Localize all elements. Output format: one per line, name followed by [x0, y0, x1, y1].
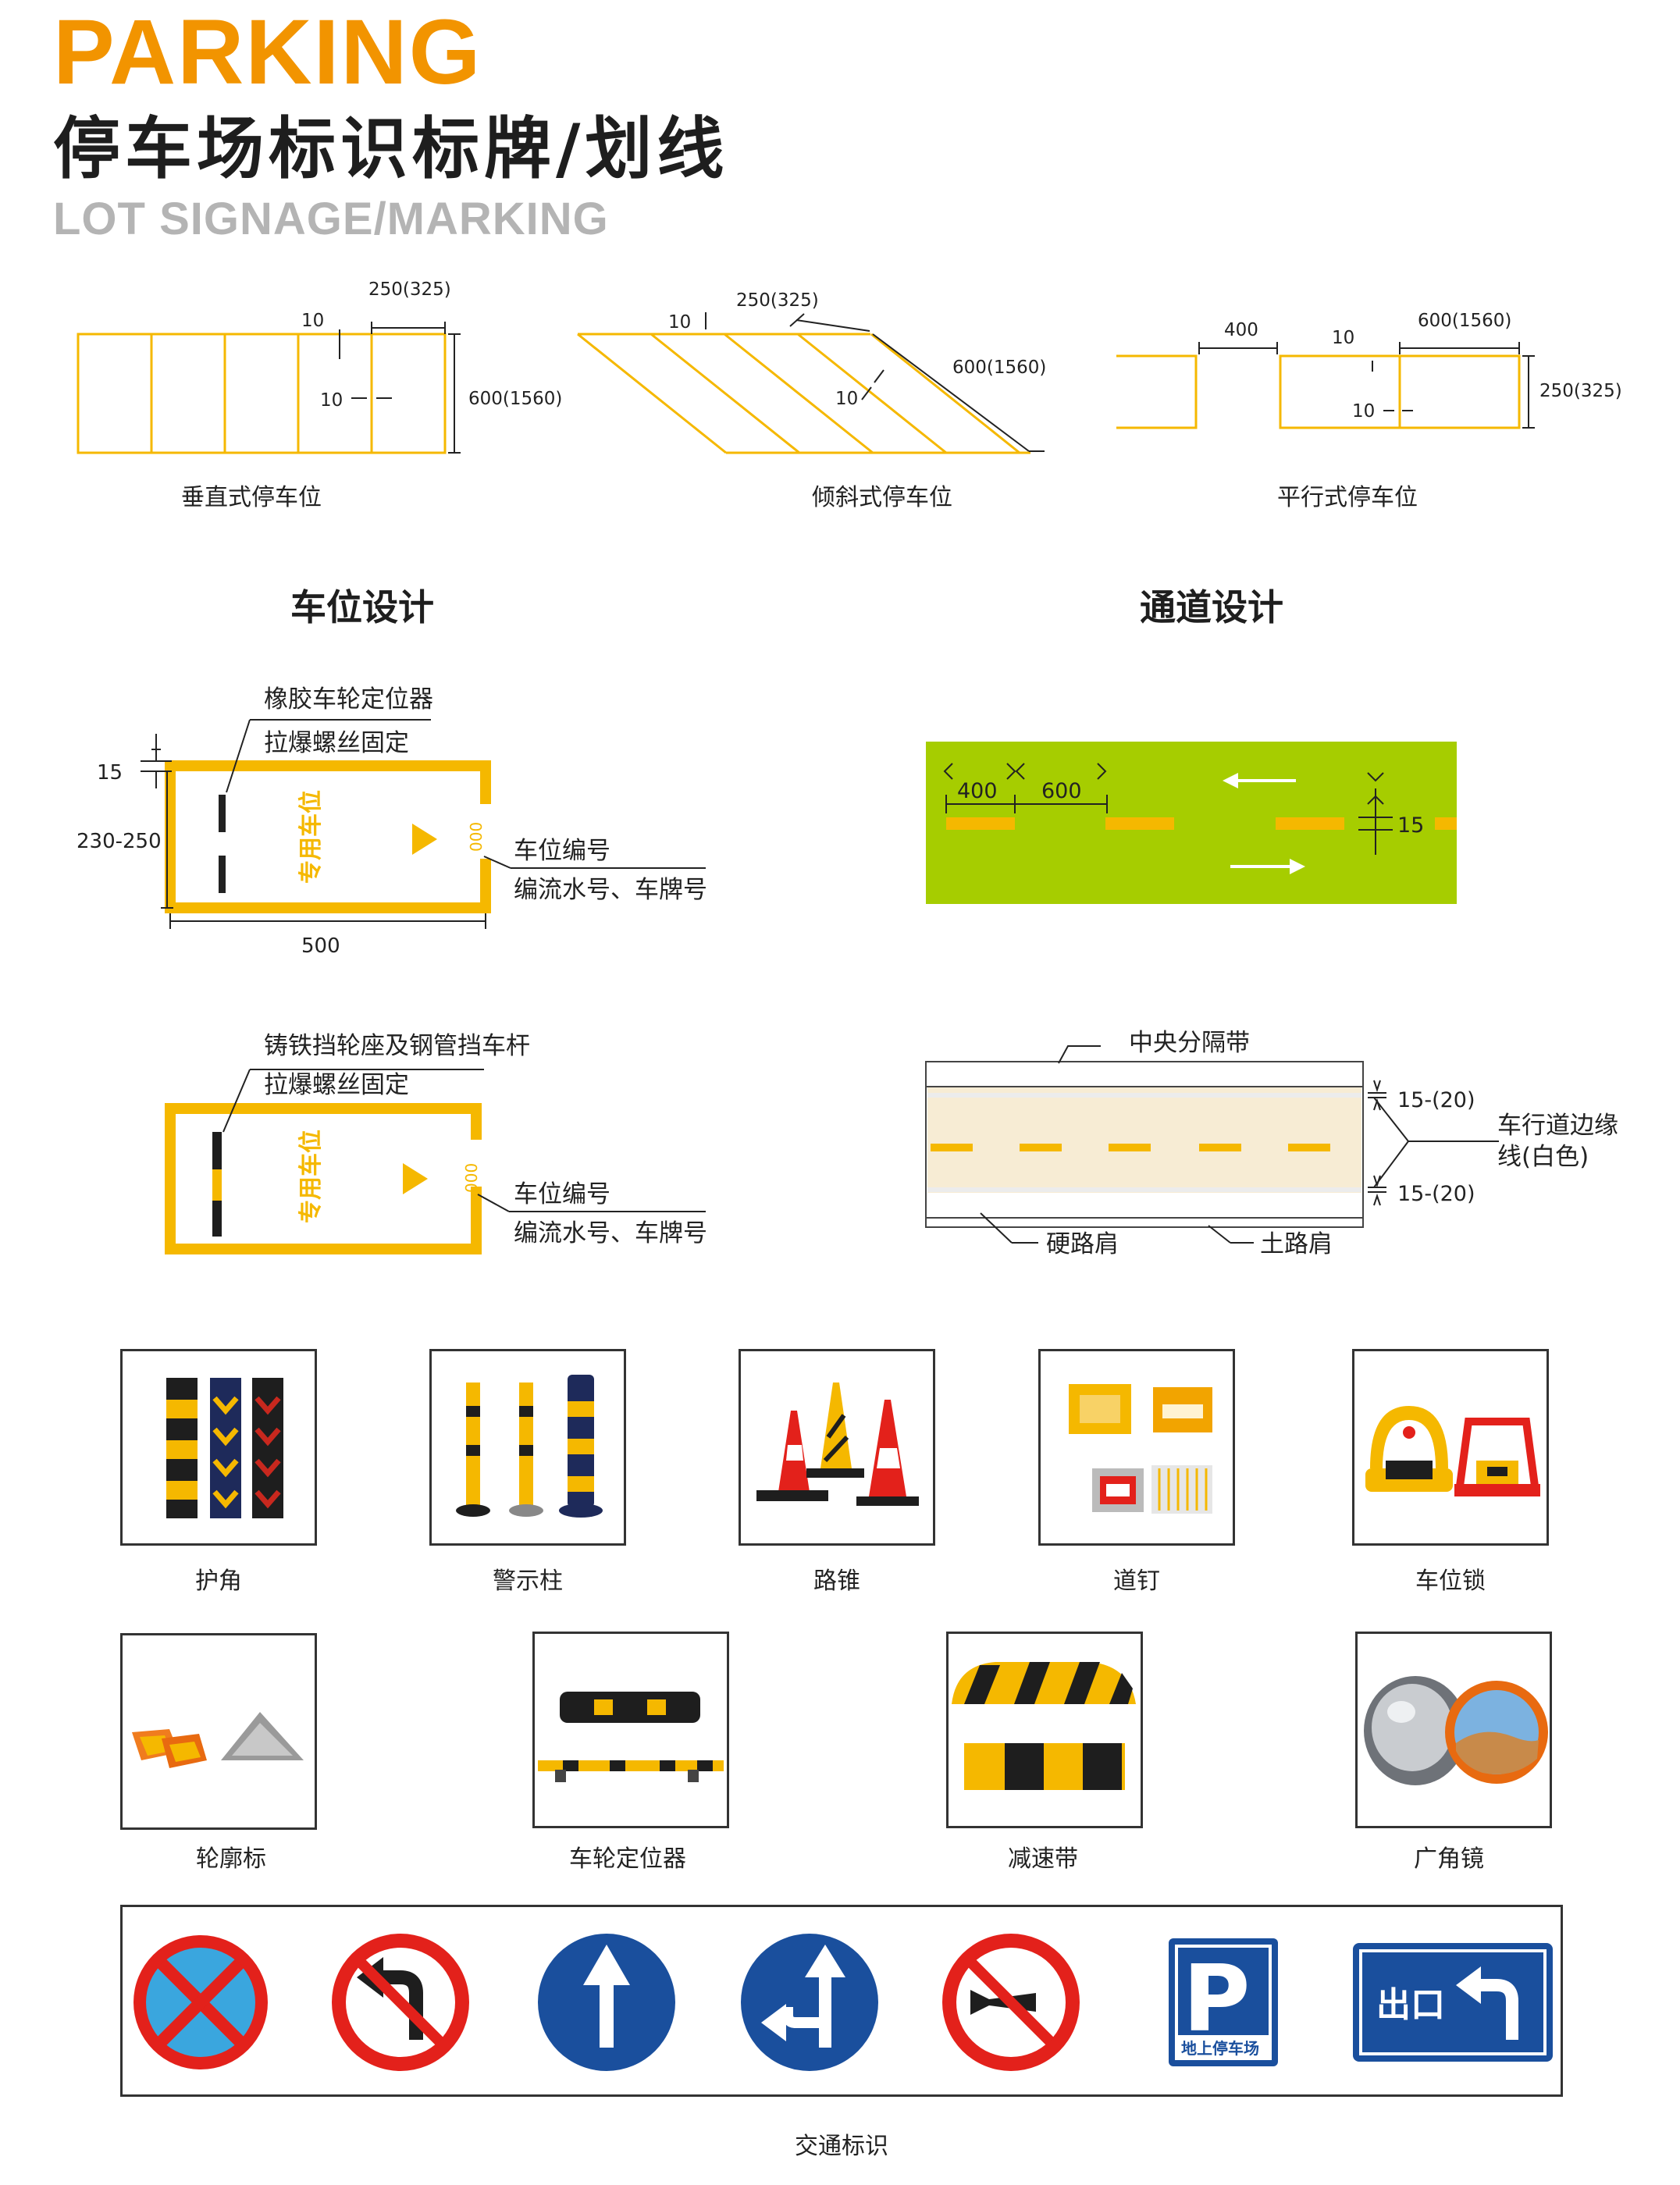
- parking-sign-text: 地上停车场: [1181, 2039, 1259, 2058]
- dim-v-gap: 10: [320, 390, 343, 411]
- label-rubber-stopper: 橡胶车轮定位器: [264, 685, 433, 714]
- product-speed-bump: [946, 1632, 1143, 1828]
- dim-p-len: 600(1560): [1418, 311, 1511, 331]
- label-median: 中央分隔带: [1129, 1029, 1250, 1057]
- dim-a-top: 250(325): [736, 290, 819, 311]
- traffic-signs-panel: P 地上停车场 出口: [120, 1905, 1563, 2097]
- label-stall-number-detail-2: 编流水号、车牌号: [514, 1219, 707, 1247]
- title-en: PARKING: [53, 1, 482, 104]
- caption-parallel-stall: 平行式停车位: [1277, 484, 1418, 511]
- dim-p-line: 10: [1332, 328, 1354, 348]
- exit-sign-text: 出口: [1376, 1985, 1445, 2025]
- product-parking-lock: [1352, 1349, 1549, 1546]
- caption-corner-guard: 护角: [195, 1568, 242, 1595]
- speed-bump-image: [952, 1662, 1136, 1790]
- dim-v-top: 250(325): [368, 279, 451, 300]
- dim-line-15: 15: [97, 761, 123, 785]
- heading-lane-design: 通道设计: [1140, 586, 1283, 628]
- convex-mirror-image: [1364, 1676, 1548, 1785]
- label-edge-line-white: 线(白色): [1497, 1143, 1589, 1171]
- corner-guard-image: [166, 1378, 283, 1518]
- caption-delineator: 轮廓标: [196, 1845, 266, 1873]
- stall-design-2: 专用车位 000 铸铁挡轮座及钢管挡车杆 拉爆螺丝固定 车位编号 编流水号、车牌…: [165, 1032, 707, 1254]
- lane-design-diagrams: 400 600 15: [925, 742, 1618, 1258]
- dim-bottom-edge: 15-(20): [1397, 1182, 1475, 1206]
- product-delineator: [120, 1633, 317, 1830]
- parking-letter: P: [1183, 1945, 1250, 2052]
- stall-layout-diagrams: 250(325) 10 10 600(1560) 250(325) 10 10 …: [77, 279, 1622, 454]
- label-stall-number-2: 车位编号: [514, 1180, 610, 1208]
- wheel-stopper-image: [538, 1692, 724, 1782]
- subtitle-en: LOT SIGNAGE/MARKING: [53, 194, 609, 244]
- parallel-stall-diagram: [1116, 354, 1521, 429]
- label-stall-number-detail-1: 编流水号、车牌号: [514, 876, 707, 904]
- label-edge-line: 车行道边缘: [1497, 1112, 1618, 1140]
- caption-road-stud: 道钉: [1113, 1568, 1160, 1595]
- angled-stall-diagram: [577, 333, 1030, 454]
- traffic-signs-image: P 地上停车场 出口: [133, 1934, 1553, 2071]
- no-stopping-sign-icon: [133, 1935, 268, 2069]
- dim-p-gap2: 10: [1352, 401, 1375, 422]
- stall-number-1: 000: [467, 822, 486, 852]
- vertical-stall-diagram: [77, 333, 447, 454]
- dim-dash-length: 400: [957, 779, 998, 803]
- warning-post-image: [456, 1375, 603, 1518]
- caption-convex-mirror: 广角镜: [1414, 1845, 1484, 1873]
- dim-width: 500: [301, 934, 340, 958]
- lane-design-green: 400 600 15: [926, 742, 1457, 904]
- stall-design-diagrams: 专用车位 000 橡胶车轮定位器 拉爆螺丝固定 15 230-250 500 车…: [77, 685, 707, 1254]
- label-bolt-fix-1: 拉爆螺丝固定: [264, 729, 409, 757]
- dim-a-len: 600(1560): [952, 358, 1046, 378]
- product-traffic-cone: [739, 1349, 935, 1546]
- stall-text-1: 专用车位: [297, 790, 325, 884]
- parking-lock-image: [1365, 1406, 1540, 1496]
- product-warning-post: [429, 1349, 626, 1546]
- product-road-stud: [1038, 1349, 1235, 1546]
- caption-angled-stall: 倾斜式停车位: [812, 484, 952, 511]
- exit-sign-icon: 出口: [1353, 1943, 1553, 2062]
- dim-v-line: 10: [301, 311, 324, 331]
- caption-parking-lock: 车位锁: [1415, 1568, 1486, 1595]
- label-soil-shoulder: 土路肩: [1260, 1230, 1333, 1258]
- stall-number-2: 000: [462, 1163, 481, 1193]
- label-cast-iron-stopper: 铸铁挡轮座及钢管挡车杆: [264, 1032, 530, 1060]
- parking-sign-icon: P 地上停车场: [1169, 1938, 1278, 2066]
- product-corner-guard: [120, 1349, 317, 1546]
- dim-a-line: 10: [668, 312, 691, 333]
- caption-traffic-cone: 路锥: [813, 1568, 860, 1595]
- dim-p-width: 250(325): [1539, 381, 1622, 401]
- go-straight-sign-icon: [538, 1934, 675, 2071]
- dim-top-edge: 15-(20): [1397, 1088, 1475, 1112]
- dim-p-gap: 400: [1224, 320, 1258, 340]
- dim-v-len: 600(1560): [468, 389, 562, 409]
- caption-warning-post: 警示柱: [493, 1568, 563, 1595]
- dim-dash-gap: 600: [1041, 779, 1082, 803]
- delineator-image: [132, 1712, 304, 1768]
- stall-design-1: 专用车位 000 橡胶车轮定位器 拉爆螺丝固定 15 230-250 500 车…: [77, 685, 707, 958]
- product-wheel-stopper: [532, 1632, 729, 1828]
- straight-or-left-sign-icon: [741, 1934, 878, 2071]
- caption-speed-bump: 减速带: [1008, 1845, 1078, 1873]
- caption-vertical-stall: 垂直式停车位: [181, 484, 322, 511]
- no-left-turn-sign-icon: [332, 1934, 469, 2071]
- stall-text-2: 专用车位: [297, 1130, 325, 1223]
- title-cn: 停车场标识标牌/划线: [53, 110, 729, 188]
- dim-line-width: 15: [1397, 813, 1424, 838]
- label-hard-shoulder: 硬路肩: [1046, 1230, 1119, 1258]
- road-section-diagram: 中央分隔带 15-(20) 15-(20) 车行道边缘 线(白色) 硬路肩 土路…: [925, 1029, 1618, 1258]
- label-bolt-fix-2: 拉爆螺丝固定: [264, 1071, 409, 1099]
- product-convex-mirror: [1355, 1632, 1552, 1828]
- caption-wheel-stopper: 车轮定位器: [569, 1845, 686, 1873]
- traffic-cone-image: [756, 1383, 919, 1506]
- no-honking-sign-icon: [942, 1934, 1080, 2071]
- caption-traffic-signs: 交通标识: [795, 2133, 888, 2160]
- label-stall-number-1: 车位编号: [514, 837, 610, 865]
- dim-a-gap: 10: [835, 389, 858, 409]
- dim-depth: 230-250: [77, 830, 162, 853]
- road-stud-image: [1069, 1384, 1212, 1514]
- heading-stall-design: 车位设计: [290, 586, 434, 628]
